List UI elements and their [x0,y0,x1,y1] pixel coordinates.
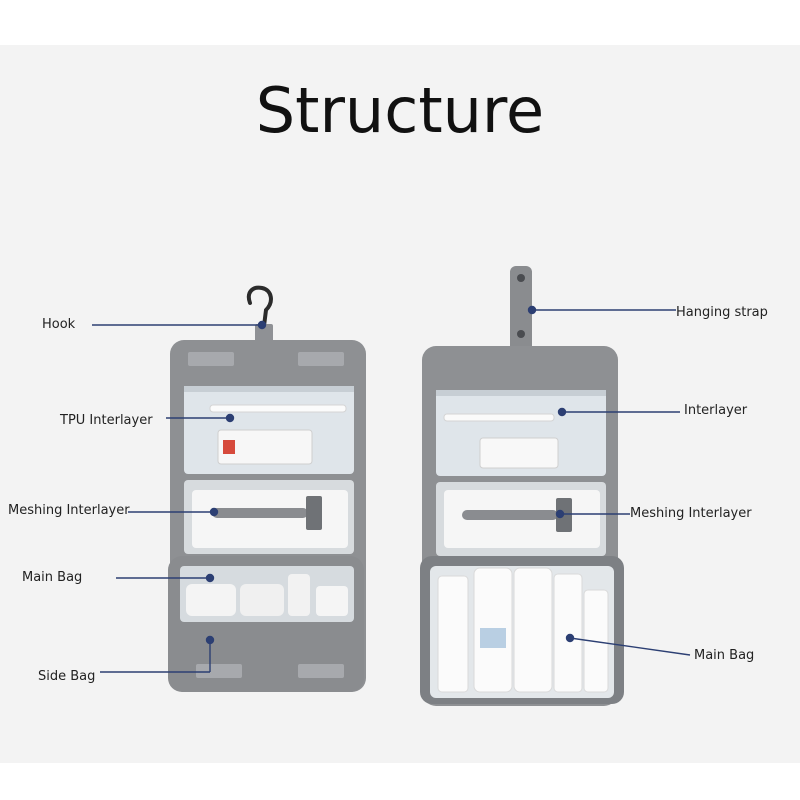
callout-lines [92,305,691,673]
label-tpu-interlayer: TPU Interlayer [60,413,153,428]
label-interlayer: Interlayer [684,403,748,418]
hook-icon [246,285,273,328]
label-hanging-strap: Hanging strap [676,305,768,320]
page-title: Structure [255,74,545,147]
label-main-bag-left: Main Bag [22,570,83,585]
left-bag [168,285,366,692]
right-bag [420,266,624,706]
label-side-bag: Side Bag [38,669,96,684]
image-canvas [0,45,800,763]
label-meshing-interlayer-right: Meshing Interlayer [630,506,752,521]
label-hook: Hook [42,317,76,332]
label-main-bag-right: Main Bag [694,648,755,663]
label-meshing-interlayer-left: Meshing Interlayer [8,503,130,518]
